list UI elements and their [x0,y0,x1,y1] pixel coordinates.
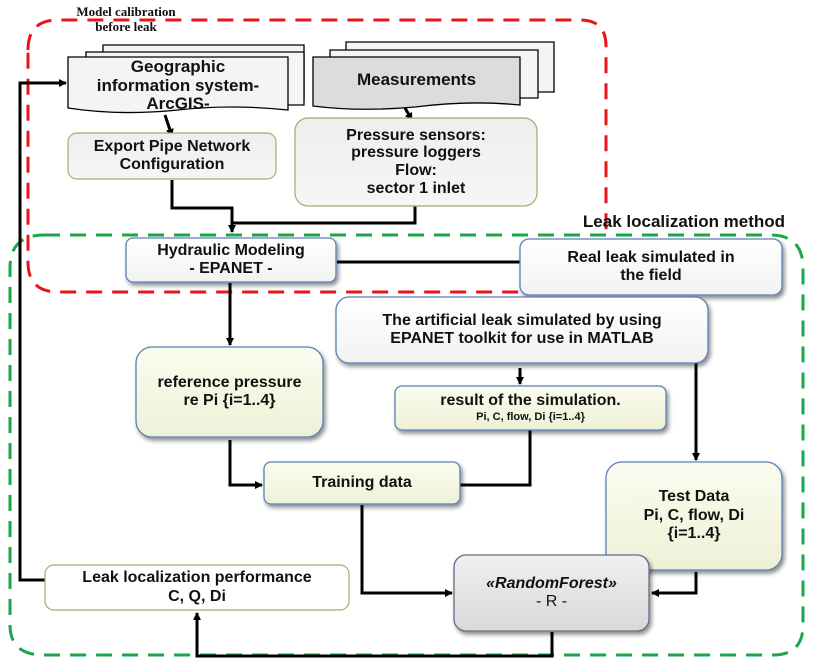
measurements-text: Measurements [356,70,477,90]
hydraulic-line1: Hydraulic Modeling [157,241,305,259]
training-text: Training data [312,473,412,491]
export-box[interactable] [67,132,277,180]
hydraulic-box[interactable] [125,237,337,283]
reference-to-training-connector [228,440,263,489]
export-line2: Configuration [119,156,225,173]
random-forest-node-label: «RandomForest» - R - [454,555,649,631]
gis-document-stack [67,44,305,114]
reference-box[interactable] [135,346,324,438]
real-leak-box[interactable] [519,238,783,296]
sensors-line1: Pressure sensors: [346,126,486,144]
sim-result-box[interactable] [394,385,667,431]
gis-node-label: Geographic information system- ArcGIS- [68,55,288,117]
artificial-leak-line1: The artificial leak simulated by using [382,311,662,329]
performance-line2: C, Q, Di [168,587,226,605]
localization-title-text: Leak localization method [582,212,786,232]
hydraulic-node-label: Hydraulic Modeling - EPANET - [126,238,336,282]
test-line1: Test Data [658,488,730,506]
training-to-rf-connector [360,505,453,597]
test-to-rf-connector [651,572,698,597]
training-node-label: Training data [264,462,460,504]
artificial-leak-line2: EPANET toolkit for use in MATLAB [390,330,654,347]
real-leak-line2: the field [620,267,682,284]
artificial-leak-node-label: The artificial leak simulated by using E… [336,297,708,363]
result-to-training-connector [433,430,532,489]
gis-line3: ArcGIS- [146,94,210,114]
real-leak-node-label: Real leak simulated in the field [520,239,782,295]
test-line2: Pi, C, flow, Di [643,506,745,524]
connectors [18,79,700,658]
localization-region-border [8,233,805,657]
calibration-title-line1: Model calibration [76,4,176,20]
calibration-title-line2: before leak [95,19,157,34]
hydraulic-line2: - EPANET - [189,260,273,277]
export-to-hydraulic-connector [170,180,236,233]
reference-line2: re Pi {i=1..4} [183,392,276,409]
localization-region-title: Leak localization method [566,211,802,233]
artificial-leak-box[interactable] [335,296,709,364]
performance-node-label: Leak localization performance C, Q, Di [45,565,349,610]
rf-to-performance-connector [193,612,554,658]
sensors-box[interactable] [294,117,538,207]
sensors-line2: pressure loggers [351,144,481,162]
reference-line1: reference pressure [157,373,302,391]
performance-line1: Leak localization performance [82,569,312,587]
calibration-region-border [26,18,608,294]
training-box[interactable] [263,461,461,505]
measurements-node-label: Measurements [313,62,520,98]
sensors-to-hydraulic-connector [232,205,417,225]
test-box[interactable] [605,461,783,571]
test-line3: {i=1..4} [667,525,721,543]
gis-line2: information system- [96,75,260,95]
sim-result-node-label: result of the simulation. Pi, C, flow, D… [395,386,666,430]
random-forest-line1: «RandomForest» [486,574,617,592]
measurements-document-stack [312,41,555,110]
feedback-connector [18,79,67,582]
sensors-line3: Flow: [395,162,437,179]
test-node-label: Test Data Pi, C, flow, Di {i=1..4} [606,462,782,570]
calibration-region-title: Model calibration before leak [56,2,196,38]
gis-line1: Geographic [130,57,226,77]
sim-result-line1: result of the simulation. [440,392,621,410]
sensors-node-label: Pressure sensors: pressure loggers Flow:… [295,118,537,206]
export-line1: Export Pipe Network [93,137,251,155]
real-leak-line1: Real leak simulated in [567,248,735,266]
reference-node-label: reference pressure re Pi {i=1..4} [136,347,323,437]
random-forest-box[interactable] [453,554,650,632]
sensors-line4: sector 1 inlet [366,179,466,197]
random-forest-line2: - R - [535,593,568,610]
performance-box[interactable] [44,564,350,611]
sim-result-line2: Pi, C, flow, Di {i=1..4} [476,410,585,423]
export-node-label: Export Pipe Network Configuration [68,133,276,179]
